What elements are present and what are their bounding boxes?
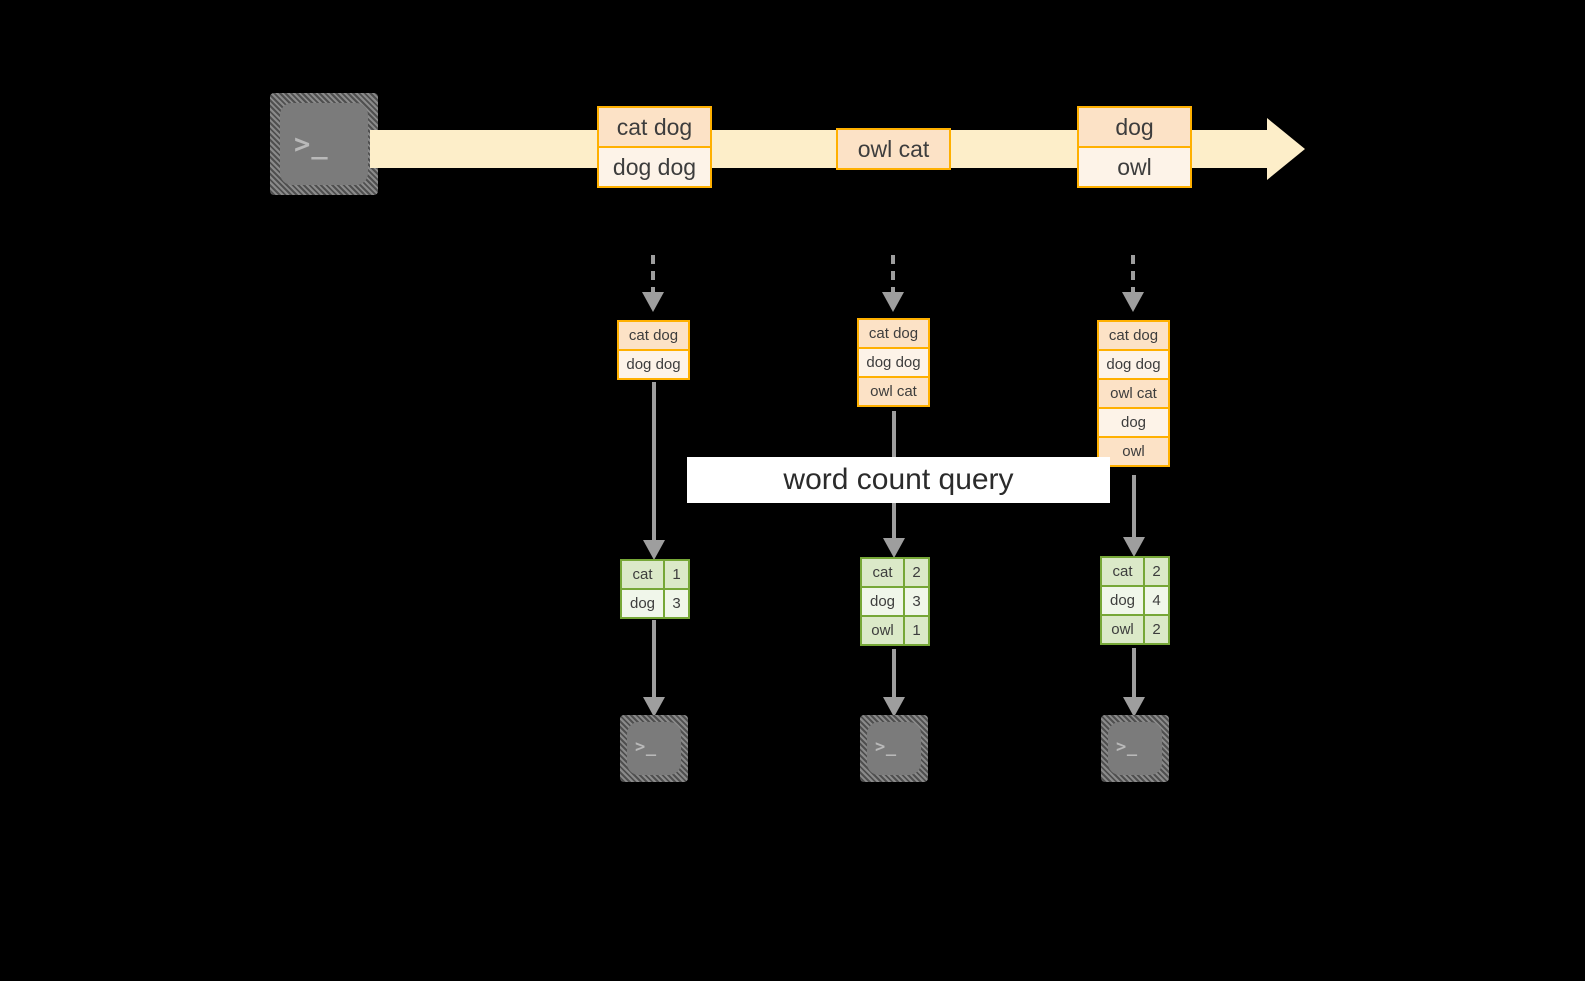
terminal-screen — [867, 722, 921, 775]
count-cell: 2 — [1143, 614, 1170, 645]
terminal-prompt-glyph: >_ — [875, 737, 897, 757]
terminal-prompt-glyph: >_ — [294, 129, 329, 160]
stream-message: owl — [1077, 146, 1192, 188]
snapshot-1-output-connector — [652, 620, 656, 700]
terminal-screen — [1108, 722, 1162, 775]
log-message: cat dog — [1097, 320, 1170, 351]
table-row: owl 2 — [1100, 614, 1170, 645]
word-cell: dog — [1100, 585, 1145, 616]
table-row: dog 4 — [1100, 585, 1170, 616]
snapshot-1-query-arrowhead — [643, 540, 665, 560]
snapshot-1-message-log: cat dog dog dog — [617, 320, 690, 380]
snapshot-2-dashed-arrowhead — [882, 292, 904, 312]
snapshot-2-query-arrowhead — [883, 538, 905, 558]
table-row: owl 1 — [860, 615, 930, 646]
count-cell: 1 — [663, 559, 690, 590]
snapshot-1-dashed-connector — [651, 255, 655, 293]
producer-terminal-icon: >_ — [270, 93, 378, 195]
log-message: owl cat — [857, 376, 930, 407]
word-count-query-label: word count query — [687, 457, 1110, 503]
count-cell: 3 — [903, 586, 930, 617]
word-cell: cat — [860, 557, 905, 588]
count-cell: 2 — [1143, 556, 1170, 587]
count-cell: 3 — [663, 588, 690, 619]
log-message: dog — [1097, 407, 1170, 438]
table-row: cat 1 — [620, 559, 690, 590]
snapshot-3-dashed-arrowhead — [1122, 292, 1144, 312]
stream-message: owl cat — [836, 128, 951, 170]
snapshot-2-output-connector — [892, 649, 896, 700]
snapshot-3-query-arrowhead — [1123, 537, 1145, 557]
count-cell: 1 — [903, 615, 930, 646]
snapshot-2-message-log: cat dog dog dog owl cat — [857, 318, 930, 407]
stream-message: dog — [1077, 106, 1192, 148]
log-message: cat dog — [617, 320, 690, 351]
word-cell: dog — [620, 588, 665, 619]
snapshot-3-count-table: cat 2 dog 4 owl 2 — [1100, 556, 1170, 645]
stream-message: cat dog — [597, 106, 712, 148]
word-cell: cat — [1100, 556, 1145, 587]
snapshot-1-count-table: cat 1 dog 3 — [620, 559, 690, 619]
snapshot-2-output-arrowhead — [883, 697, 905, 717]
snapshot-2-count-table: cat 2 dog 3 owl 1 — [860, 557, 930, 646]
word-cell: owl — [860, 615, 905, 646]
terminal-screen — [280, 103, 368, 185]
stream-group-3: dog owl — [1077, 106, 1192, 188]
count-cell: 4 — [1143, 585, 1170, 616]
terminal-prompt-glyph: >_ — [1116, 737, 1138, 757]
stream-group-1: cat dog dog dog — [597, 106, 712, 188]
table-row: cat 2 — [860, 557, 930, 588]
terminal-prompt-glyph: >_ — [635, 737, 657, 757]
word-cell: dog — [860, 586, 905, 617]
snapshot-1-query-connector — [652, 382, 656, 552]
table-row: dog 3 — [620, 588, 690, 619]
terminal-screen — [627, 722, 681, 775]
snapshot-3-dashed-connector — [1131, 255, 1135, 293]
log-message: owl cat — [1097, 378, 1170, 409]
snapshot-3-query-connector — [1132, 475, 1136, 550]
word-cell: cat — [620, 559, 665, 590]
snapshot-3-output-connector — [1132, 648, 1136, 700]
snapshot-1-dashed-arrowhead — [642, 292, 664, 312]
count-cell: 2 — [903, 557, 930, 588]
snapshot-2-dashed-connector — [891, 255, 895, 293]
log-message: dog dog — [617, 349, 690, 380]
event-stream-arrow-head — [1267, 118, 1305, 180]
log-message: dog dog — [857, 347, 930, 378]
stream-group-2: owl cat — [836, 128, 951, 170]
snapshot-1-consumer-terminal-icon: >_ — [620, 715, 688, 782]
snapshot-3-output-arrowhead — [1123, 697, 1145, 717]
snapshot-3-consumer-terminal-icon: >_ — [1101, 715, 1169, 782]
log-message: dog dog — [1097, 349, 1170, 380]
table-row: dog 3 — [860, 586, 930, 617]
snapshot-1-output-arrowhead — [643, 697, 665, 717]
snapshot-2-consumer-terminal-icon: >_ — [860, 715, 928, 782]
table-row: cat 2 — [1100, 556, 1170, 587]
stream-message: dog dog — [597, 146, 712, 188]
word-cell: owl — [1100, 614, 1145, 645]
log-message: cat dog — [857, 318, 930, 349]
snapshot-3-message-log: cat dog dog dog owl cat dog owl — [1097, 320, 1170, 467]
